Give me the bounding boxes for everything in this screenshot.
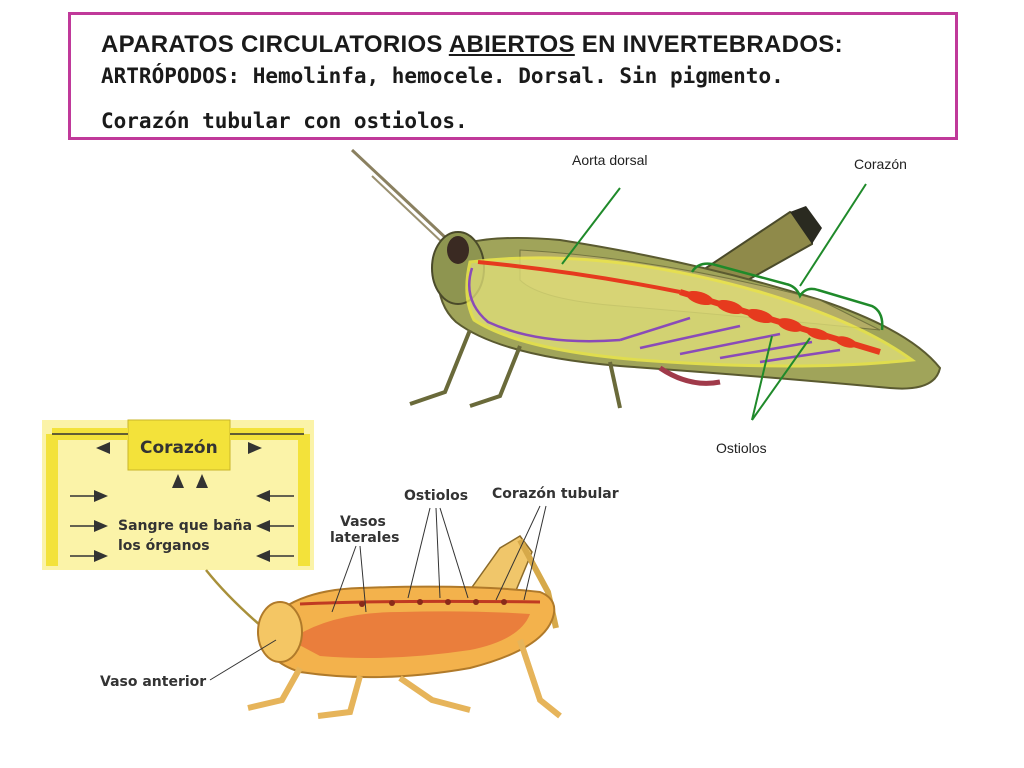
title-box: APARATOS CIRCULATORIOS ABIERTOS EN INVER… [68,12,958,140]
drawing-label-corazon-tubular: Corazón tubular [492,486,619,502]
drawing-label-ostiolos: Ostiolos [404,488,469,504]
schema-label-corazon: Corazón [140,438,218,458]
drawing-label-vaso-anterior: Vaso anterior [100,674,207,690]
title-line-2: ARTRÓPODOS: Hemolinfa, hemocele. Dorsal.… [101,64,784,88]
title-line-1: APARATOS CIRCULATORIOS ABIERTOS EN INVER… [101,31,843,58]
label-aorta-dorsal: Aorta dorsal [572,152,648,168]
schema-label-organos: los órganos [118,538,210,554]
drawing-label-vasos: Vasos [340,514,386,530]
label-corazon: Corazón [854,156,907,172]
schema-label-sangre: Sangre que baña [118,518,253,534]
title-underlined-word: ABIERTOS [448,31,575,58]
label-ostiolos: Ostiolos [716,440,767,456]
drawing-label-laterales: laterales [330,530,400,546]
title-line-3: Corazón tubular con ostiolos. [101,109,468,133]
